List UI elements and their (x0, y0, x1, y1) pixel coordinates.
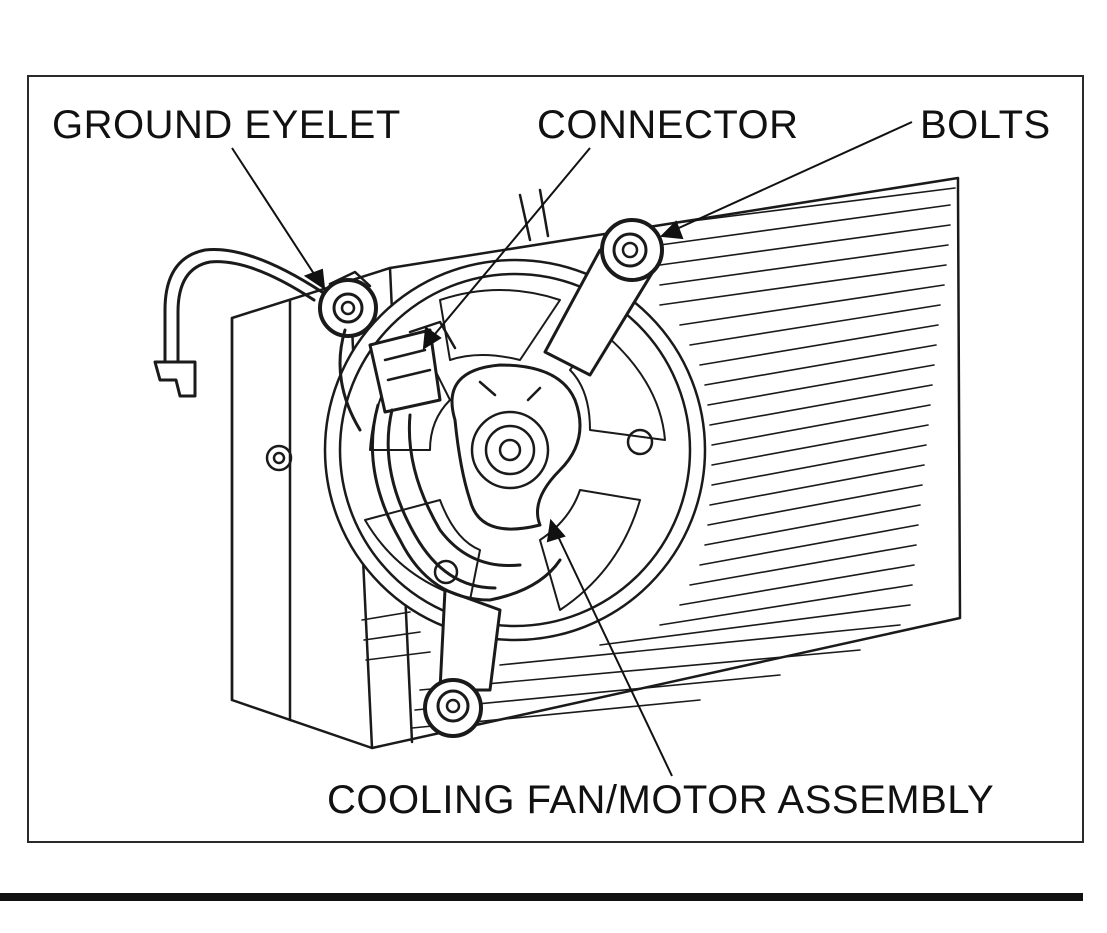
fan-leader (554, 529, 673, 777)
bolts-leader (669, 121, 913, 233)
upper-bolt (600, 218, 664, 282)
page-number-fragment (958, 904, 1088, 933)
connector (368, 320, 457, 414)
ground-wire (153, 248, 324, 398)
motor-wiring (338, 328, 562, 602)
lower-mount-arm (438, 588, 502, 692)
connector-arrowhead (422, 326, 442, 350)
connector-leader (429, 147, 591, 341)
page-rule (0, 893, 1083, 901)
ground-eyelet-leader (231, 147, 319, 281)
fan-motor (433, 363, 654, 585)
leader-lines (231, 121, 913, 777)
ground-eyelet-label: GROUND EYELET (52, 103, 401, 147)
cooling-fan-label: COOLING FAN/MOTOR ASSEMBLY (327, 778, 995, 822)
ground-eyelet (318, 270, 378, 338)
bolts-label: BOLTS (920, 103, 1051, 147)
ground-eyelet-arrowhead (303, 268, 326, 291)
bolts-arrowhead (659, 220, 684, 240)
lower-bolt (423, 678, 483, 738)
fan-arrowhead (546, 518, 566, 543)
connector-label: CONNECTOR (537, 103, 799, 147)
